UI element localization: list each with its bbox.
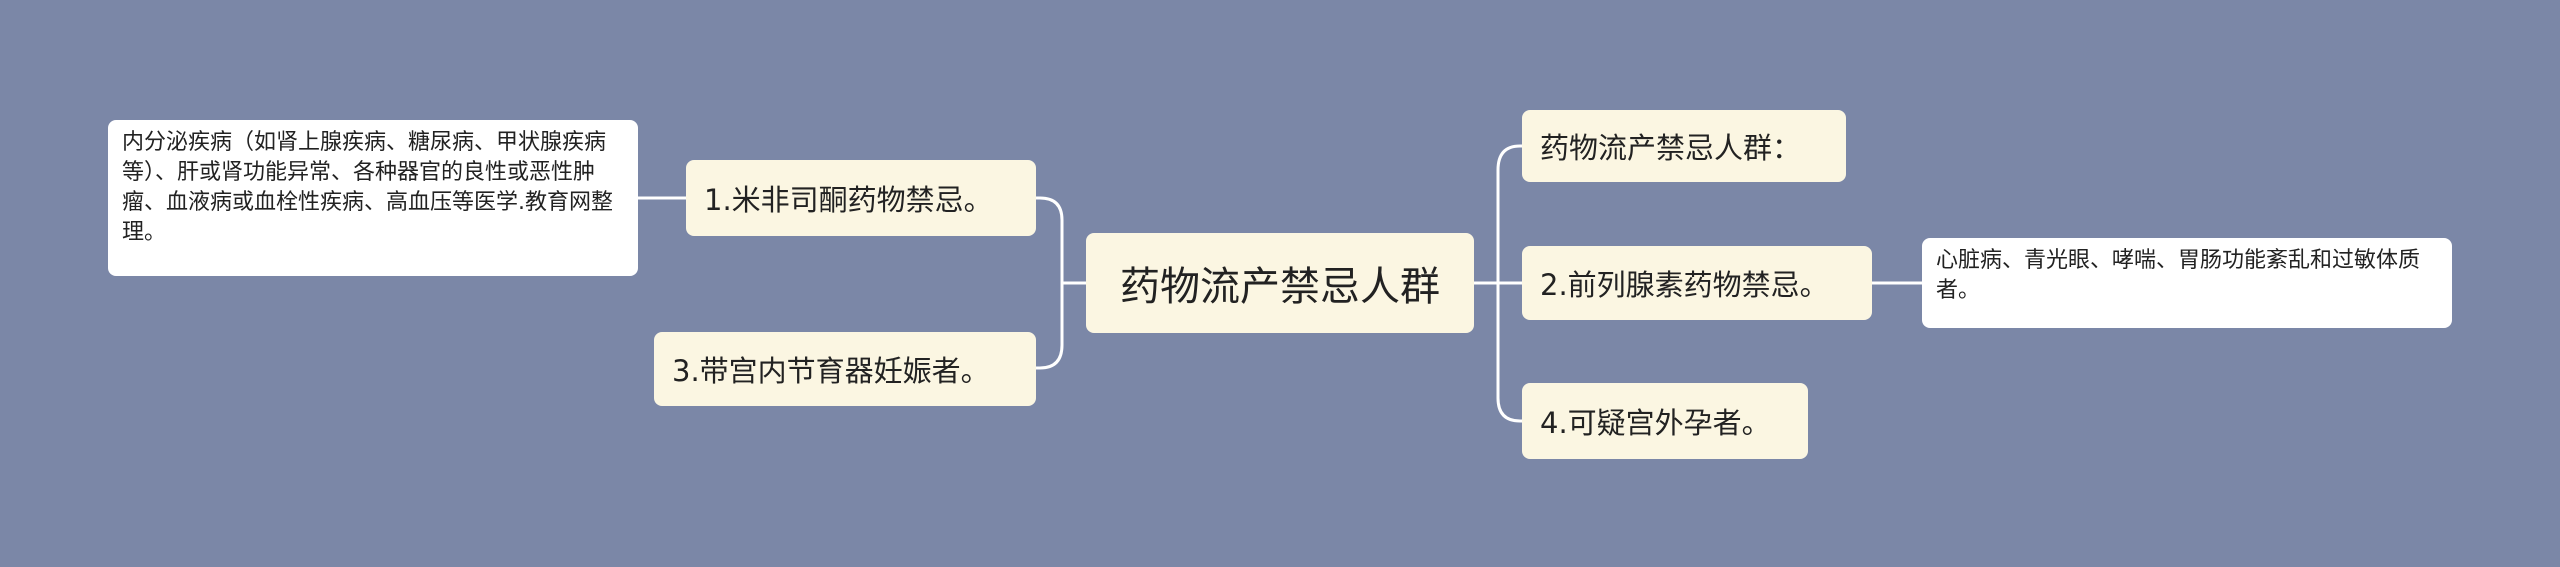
topic-label: 1.米非司酮药物禁忌。 — [704, 183, 993, 217]
topic-mifepristone-contraindication[interactable]: 1.米非司酮药物禁忌。 — [686, 160, 1036, 236]
root-topic[interactable]: 药物流产禁忌人群 — [1086, 233, 1474, 333]
link-center-branch3 — [1036, 281, 1086, 370]
topic-intro[interactable]: 药物流产禁忌人群： — [1522, 110, 1846, 182]
topic-label: 心脏病、青光眼、哮喘、胃肠功能紊乱和过敏体质者。 — [1936, 248, 2421, 303]
topic-iud-pregnancy[interactable]: 3.带宫内节育器妊娠者。 — [654, 332, 1036, 406]
topic-label: 3.带宫内节育器妊娠者。 — [672, 354, 990, 388]
topic-label: 2.前列腺素药物禁忌。 — [1540, 268, 1829, 302]
link-center-branch4 — [1474, 281, 1522, 423]
topic-label: 内分泌疾病（如肾上腺疾病、糖尿病、甲状腺疾病等）、肝或肾功能异常、各种器官的良性… — [122, 130, 613, 245]
link-center-intro — [1474, 144, 1522, 285]
topic-label: 药物流产禁忌人群： — [1540, 131, 1802, 165]
topic-mifepristone-detail[interactable]: 内分泌疾病（如肾上腺疾病、糖尿病、甲状腺疾病等）、肝或肾功能异常、各种器官的良性… — [108, 120, 638, 276]
root-topic-label: 药物流产禁忌人群 — [1120, 264, 1440, 310]
topic-label: 4.可疑宫外孕者。 — [1540, 406, 1771, 440]
topic-prostaglandin-detail[interactable]: 心脏病、青光眼、哮喘、胃肠功能紊乱和过敏体质者。 — [1922, 238, 2452, 328]
topic-ectopic-pregnancy[interactable]: 4.可疑宫外孕者。 — [1522, 383, 1808, 459]
link-center-branch1 — [1036, 196, 1086, 285]
topic-prostaglandin-contraindication[interactable]: 2.前列腺素药物禁忌。 — [1522, 246, 1872, 320]
